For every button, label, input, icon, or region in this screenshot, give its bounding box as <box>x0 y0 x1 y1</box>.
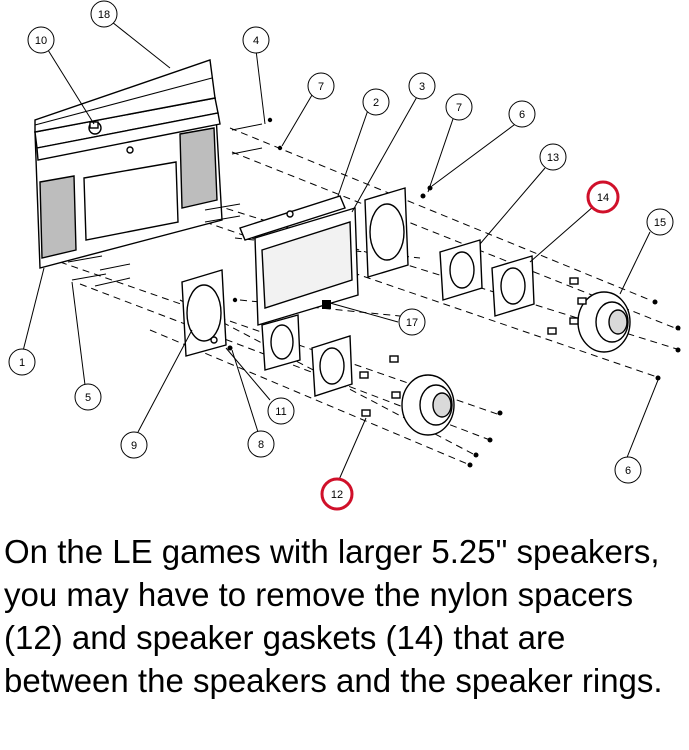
lock-hardware <box>88 121 102 135</box>
svg-text:18: 18 <box>98 9 110 21</box>
callout-7b: 7 <box>445 93 473 121</box>
svg-text:8: 8 <box>258 439 264 451</box>
callouts: 1 2 3 4 5 6 6 7 7 8 9 10 11 12 13 14 15 … <box>8 0 674 511</box>
lower-speaker <box>401 374 455 436</box>
callout-9: 9 <box>120 431 148 459</box>
upper-gasket-14 <box>491 255 535 317</box>
callout-11: 11 <box>267 397 295 425</box>
svg-text:9: 9 <box>131 440 137 452</box>
svg-text:5: 5 <box>85 392 91 404</box>
callout-14: 14 <box>586 180 620 214</box>
exploded-parts-diagram: 1 2 3 4 5 6 6 7 7 8 9 10 11 12 13 14 15 … <box>8 0 681 511</box>
left-speaker-ring <box>181 269 233 357</box>
callout-7a: 7 <box>307 72 335 100</box>
callout-13: 13 <box>539 143 567 171</box>
callout-17: 17 <box>398 308 426 336</box>
upper-speaker <box>577 291 631 353</box>
svg-text:7: 7 <box>456 102 462 114</box>
callout-6b: 6 <box>614 456 642 484</box>
callout-8: 8 <box>247 430 275 458</box>
svg-text:13: 13 <box>547 152 559 164</box>
callout-1: 1 <box>8 348 36 376</box>
lower-gasket-2 <box>311 335 353 397</box>
amplifier-board-2 <box>239 195 346 241</box>
callout-4: 4 <box>242 26 270 54</box>
svg-text:3: 3 <box>419 81 425 93</box>
callout-12: 12 <box>320 477 354 511</box>
lower-gasket-1 <box>261 314 301 371</box>
callout-6a: 6 <box>508 100 536 128</box>
callout-15: 15 <box>646 208 674 236</box>
svg-text:6: 6 <box>625 465 631 477</box>
right-speaker-ring <box>364 187 409 278</box>
leader-lines <box>21 21 659 483</box>
caption-text: On the LE games with larger 5.25" speake… <box>4 533 663 699</box>
callout-3: 3 <box>408 72 436 100</box>
amplifier-board-3 <box>254 207 359 326</box>
upper-gasket-13 <box>439 239 483 301</box>
svg-text:11: 11 <box>275 406 286 418</box>
svg-text:17: 17 <box>406 317 418 329</box>
svg-text:14: 14 <box>597 192 609 204</box>
speaker-panel <box>34 97 223 269</box>
svg-text:1: 1 <box>19 357 25 369</box>
connector-17 <box>322 300 331 309</box>
callout-10: 10 <box>27 26 55 54</box>
svg-text:6: 6 <box>519 109 525 121</box>
callout-2: 2 <box>362 88 390 116</box>
spacers-and-screws <box>232 145 681 468</box>
svg-text:12: 12 <box>331 489 343 501</box>
svg-text:10: 10 <box>35 35 47 47</box>
top-bracket <box>34 59 216 133</box>
svg-text:2: 2 <box>373 97 379 109</box>
panel-studs <box>67 117 273 287</box>
callout-5: 5 <box>74 383 102 411</box>
svg-text:15: 15 <box>654 217 666 229</box>
svg-text:4: 4 <box>253 35 259 47</box>
svg-text:7: 7 <box>318 81 324 93</box>
callout-18: 18 <box>90 0 118 28</box>
